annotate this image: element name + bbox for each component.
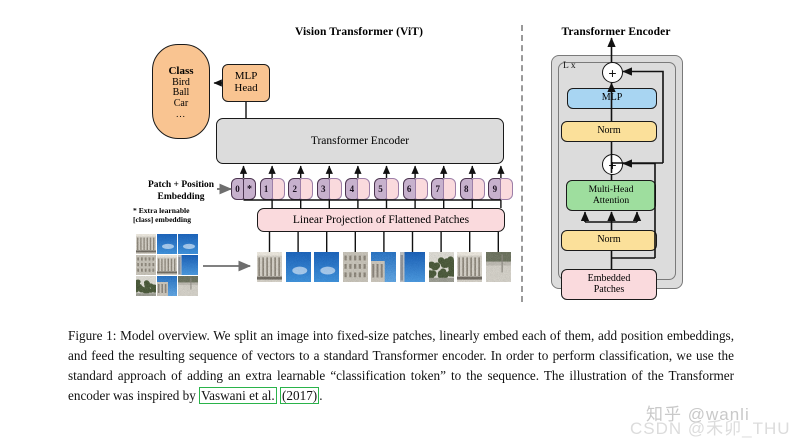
token-3: 3 (317, 178, 342, 200)
source-patch-9 (178, 276, 198, 296)
citation-year-link[interactable]: (2017) (280, 387, 319, 404)
flattened-patch-2 (286, 252, 311, 282)
source-patch-2 (157, 234, 177, 254)
caption-period: . (319, 388, 322, 403)
source-patch-7 (136, 276, 156, 296)
encoder-norm-upper-label: Norm (597, 126, 620, 137)
mha-line2: Attention (593, 196, 629, 206)
token-8: 8 (460, 178, 485, 200)
flattened-patch-4 (343, 252, 368, 282)
panel-divider (521, 25, 523, 302)
class-output-box: Class Bird Ball Car ... (152, 44, 210, 139)
extra-note-line2: [class] embedding (133, 215, 237, 224)
flattened-patch-7 (429, 252, 454, 282)
residual-add-icon-lower: + (602, 154, 623, 175)
encoder-norm-block-upper: Norm (561, 121, 657, 142)
transformer-encoder-label: Transformer Encoder (311, 135, 409, 147)
mha-line1: Multi-Head (589, 185, 634, 195)
mlp-head-line2: Head (234, 83, 257, 95)
token-payload-7 (443, 178, 456, 200)
embedded-patches-line2: Patches (594, 285, 625, 296)
flattened-patch-5 (371, 252, 396, 282)
citation-author-link[interactable]: Vaswani et al. (199, 387, 277, 404)
linear-projection-label: Linear Projection of Flattened Patches (293, 214, 469, 226)
left-panel-title: Vision Transformer (ViT) (194, 26, 524, 38)
patch-position-embedding-label: Patch + Position Embedding (133, 180, 229, 203)
token-7: 7 (431, 178, 456, 200)
token-4: 4 (345, 178, 370, 200)
class-ellipsis: ... (176, 110, 186, 117)
encoder-repeat-label: L x (563, 61, 576, 71)
token-payload-1 (272, 178, 285, 200)
class-box-header: Class (168, 66, 193, 78)
source-patch-3 (178, 234, 198, 254)
flattened-patch-1 (257, 252, 282, 282)
token-0: 0* (231, 178, 256, 200)
flattened-patch-3 (314, 252, 339, 282)
token-number-1: 1 (260, 178, 273, 200)
token-payload-0: * (243, 178, 256, 200)
residual-add-icon-upper: + (602, 62, 623, 83)
encoder-norm-block-lower: Norm (561, 230, 657, 251)
token-payload-6 (415, 178, 428, 200)
token-payload-4 (357, 178, 370, 200)
pp-label-line2: Embedding (133, 192, 229, 204)
transformer-encoder-block: Transformer Encoder (216, 118, 504, 164)
token-payload-9 (500, 178, 513, 200)
caption-text: Figure 1: Model overview. We split an im… (68, 328, 734, 403)
token-number-6: 6 (403, 178, 416, 200)
token-1: 1 (260, 178, 285, 200)
linear-projection-block: Linear Projection of Flattened Patches (257, 208, 505, 232)
token-9: 9 (488, 178, 513, 200)
pp-label-line1: Patch + Position (133, 180, 229, 192)
token-payload-8 (472, 178, 485, 200)
embedded-patches-line1: Embedded (588, 274, 631, 285)
token-5: 5 (374, 178, 399, 200)
token-number-8: 8 (460, 178, 473, 200)
right-panel-title: Transformer Encoder (546, 26, 686, 38)
extra-learnable-note: * Extra learnable [class] embedding (133, 206, 237, 225)
mlp-head-block: MLP Head (222, 64, 270, 102)
source-patch-1 (136, 234, 156, 254)
source-patch-8 (157, 276, 177, 296)
input-image-patch-grid (136, 234, 198, 296)
token-number-3: 3 (317, 178, 330, 200)
source-patch-6 (178, 255, 198, 275)
source-patch-4 (136, 255, 156, 275)
flattened-patch-6 (400, 252, 425, 282)
flattened-patch-8 (457, 252, 482, 282)
encoder-mlp-block: MLP (567, 88, 657, 109)
flattened-patch-9 (486, 252, 511, 282)
figure-caption: Figure 1: Model overview. We split an im… (68, 326, 734, 406)
encoder-norm-lower-label: Norm (597, 235, 620, 246)
watermark-csdn: CSDN @禾卯_THU (630, 414, 791, 439)
token-6: 6 (403, 178, 428, 200)
token-2: 2 (288, 178, 313, 200)
token-payload-2 (300, 178, 313, 200)
extra-note-line1: * Extra learnable (133, 206, 237, 215)
token-payload-5 (386, 178, 399, 200)
encoder-mlp-label: MLP (602, 93, 623, 104)
encoder-multihead-attention-block: Multi-Head Attention (566, 180, 656, 211)
token-payload-3 (329, 178, 342, 200)
source-patch-5 (157, 255, 177, 275)
embedded-patches-block: Embedded Patches (561, 269, 657, 300)
